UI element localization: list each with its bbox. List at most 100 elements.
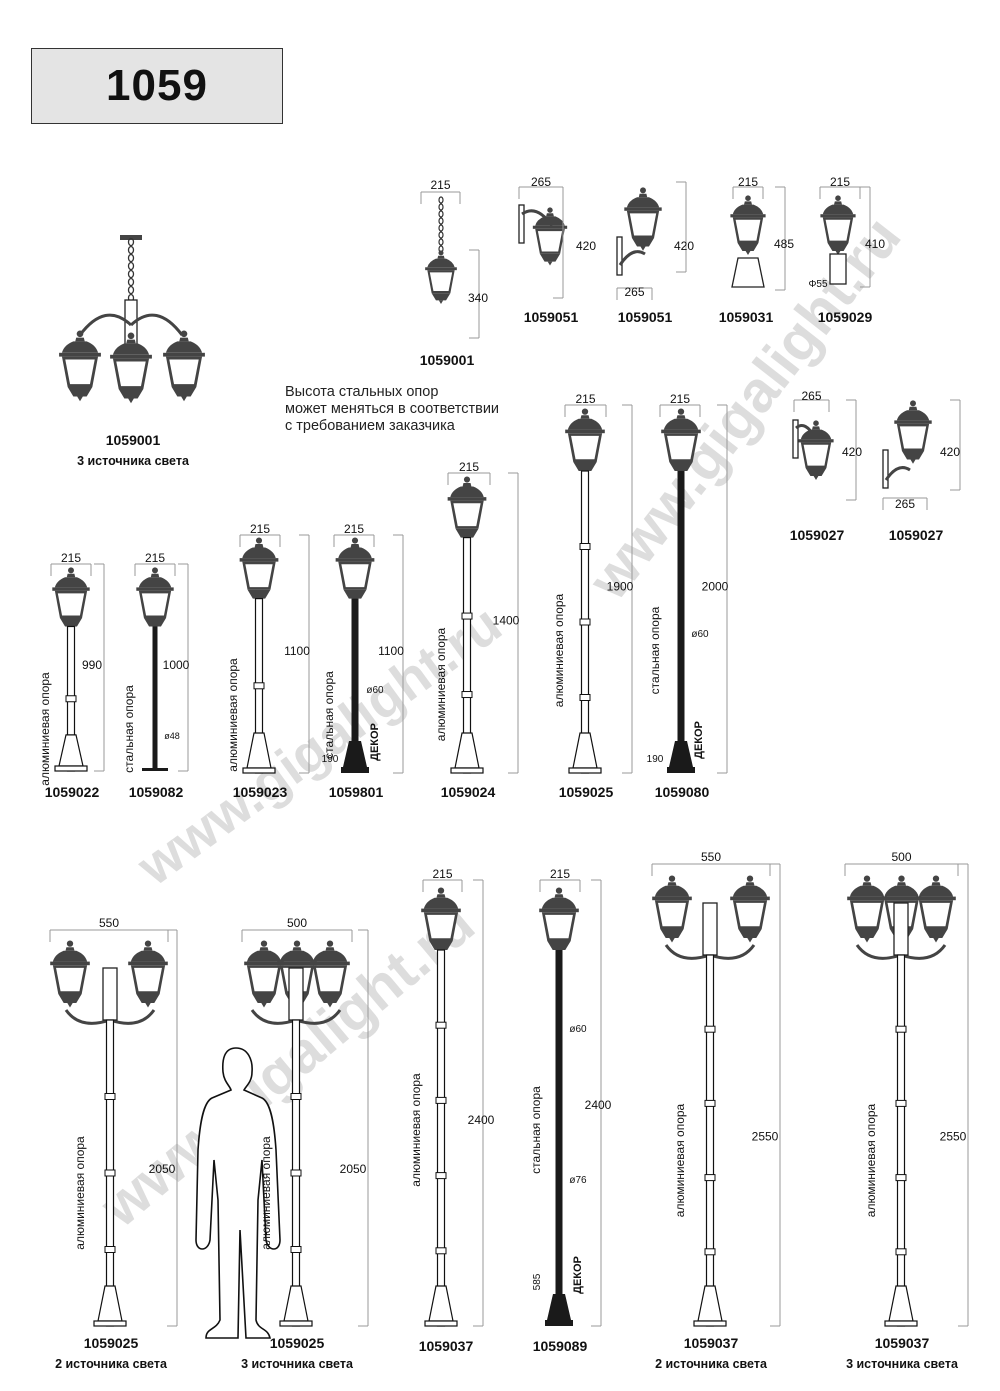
rim (110, 354, 152, 359)
bottom (738, 929, 762, 938)
rim (50, 961, 90, 966)
glass (134, 967, 162, 992)
alu-base (97, 1285, 123, 1322)
chain-link (438, 210, 444, 218)
cap (325, 947, 335, 951)
base-plate (142, 768, 168, 771)
glass (899, 426, 927, 449)
tip (327, 1003, 333, 1008)
finial (668, 875, 676, 882)
product-code: 1059022 (45, 784, 100, 800)
lantern-icon (50, 940, 90, 1008)
chain-link (438, 196, 444, 204)
pole (568, 470, 602, 774)
tip (261, 1003, 267, 1008)
chain-link (127, 245, 135, 255)
product-code: 1059080 (655, 784, 710, 800)
lantern-icon (730, 195, 766, 255)
finial (555, 887, 563, 894)
width-dimension (49, 929, 169, 942)
dimension-label: 215 (830, 175, 850, 189)
series-title: 1059 (106, 61, 208, 110)
lamps-layer (49, 181, 969, 1339)
bottom (573, 462, 597, 471)
lantern-icon (310, 940, 350, 1008)
tip (910, 459, 916, 464)
roof (279, 950, 315, 962)
lantern-icon (539, 887, 579, 955)
width-dimension (844, 863, 959, 876)
dimension-label: 1100 (284, 644, 310, 658)
diameter-label: ø48 (164, 731, 180, 741)
finial (68, 567, 74, 574)
rim (532, 225, 568, 229)
tip (813, 476, 819, 480)
height-dimension (358, 929, 369, 1327)
dimension-label: 2050 (149, 1162, 176, 1176)
dimension-label: 2400 (585, 1098, 612, 1112)
chain-link (127, 261, 135, 271)
bottom (805, 468, 827, 476)
pole-ring (290, 1169, 302, 1177)
base-plate (341, 767, 369, 773)
glass (316, 967, 344, 992)
base-plate (242, 767, 276, 774)
rim (447, 497, 487, 501)
rim (163, 352, 205, 357)
height-dimension (469, 249, 480, 339)
bottom (343, 589, 367, 599)
width-dimension (241, 929, 353, 942)
pole-ring (461, 691, 473, 699)
watermark-text: www.gigalight.ru (126, 594, 512, 898)
decor-label: ДЕКОР (572, 1256, 584, 1294)
rim (425, 267, 457, 271)
bottom (67, 387, 93, 397)
finial (910, 400, 916, 407)
roof (541, 897, 577, 909)
pole (242, 597, 276, 774)
cap (862, 882, 872, 886)
cap (292, 947, 302, 951)
bottom (118, 389, 144, 399)
rim (239, 558, 279, 562)
bottom (631, 238, 655, 247)
base-plate (93, 1320, 127, 1327)
pole (142, 626, 168, 771)
bottom (143, 618, 167, 627)
roof (567, 418, 603, 430)
finial (640, 187, 646, 194)
dimension-label: 420 (842, 445, 862, 459)
chain-link (127, 269, 135, 279)
tip (145, 1003, 151, 1008)
pole (424, 949, 458, 1327)
roof (423, 897, 459, 909)
rim (661, 429, 701, 434)
finial (152, 567, 158, 574)
dimension-label: 1900 (607, 580, 634, 594)
scroll-arm (78, 313, 133, 336)
lantern-icon (661, 408, 701, 476)
roof (626, 197, 660, 208)
pole-ring (104, 1246, 116, 1253)
product-code: 1059801 (329, 784, 384, 800)
pole (884, 954, 918, 1327)
finial (547, 207, 553, 213)
finial (180, 330, 188, 338)
note-line: может меняться в соответствии (285, 401, 500, 417)
cap (554, 894, 564, 898)
lantern-icon (421, 887, 461, 955)
glass (429, 272, 453, 292)
cap (897, 882, 906, 886)
tip (745, 251, 751, 255)
alu-shaft (896, 954, 906, 1327)
glass (453, 503, 481, 527)
glass (341, 564, 369, 588)
height-dimension (167, 929, 178, 1327)
watermark-layer: www.gigalight.ruwww.gigalight.ruwww.giga… (88, 205, 914, 1240)
pole-type-label: алюминиевая опора (409, 1073, 423, 1187)
alu-base (697, 1285, 723, 1322)
finial (76, 330, 84, 338)
glass (736, 902, 764, 927)
roof (884, 885, 919, 897)
bottom (547, 941, 571, 950)
